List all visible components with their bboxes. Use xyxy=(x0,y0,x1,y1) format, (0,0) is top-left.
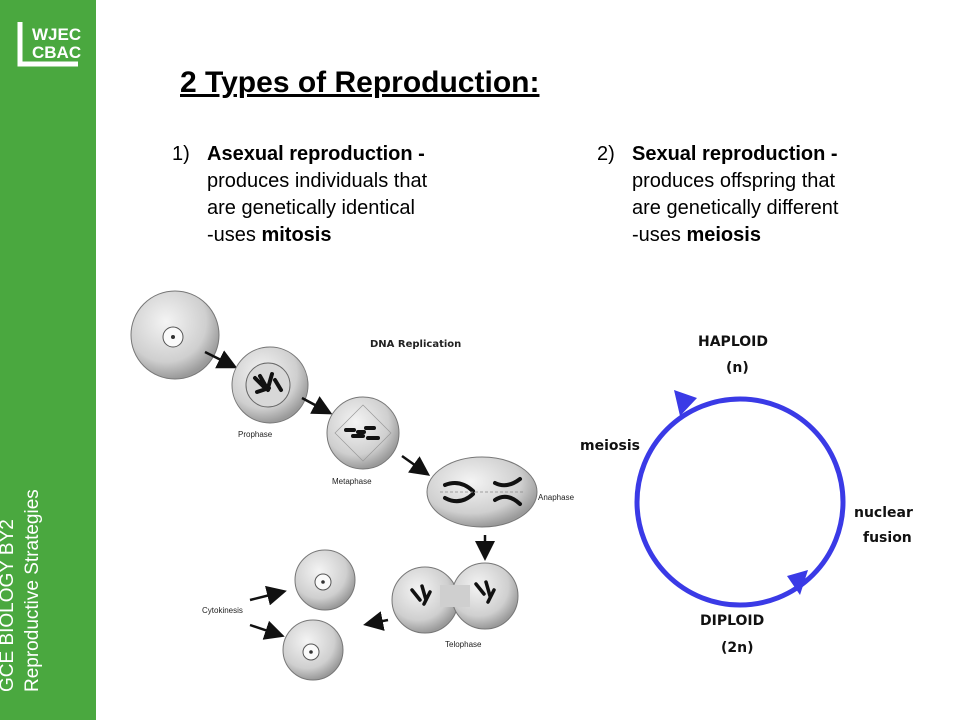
item-line: produces offspring that xyxy=(632,170,836,192)
cycle-circle xyxy=(634,396,846,608)
item-number: 2) xyxy=(597,143,615,165)
item-number: 1) xyxy=(172,143,190,165)
meiosis-label: meiosis xyxy=(580,438,640,454)
logo-line2: CBAC xyxy=(32,43,81,62)
arrow xyxy=(401,454,431,476)
topic-name: Reproductive Strategies xyxy=(22,489,43,692)
stage-label: Telophase xyxy=(445,640,482,649)
cycle-arrowhead xyxy=(787,570,808,595)
nuclear-label: nuclear xyxy=(854,505,913,521)
diploid-label: DIPLOID xyxy=(700,613,764,629)
haploid-sub-label: (n) xyxy=(726,360,749,376)
sidebar: WJEC CBAC GCE BIOLOGY BY2 Reproductive S… xyxy=(0,0,96,720)
stage-label: Prophase xyxy=(238,430,273,439)
arrow xyxy=(301,396,333,415)
daughter-cell-top xyxy=(294,549,356,611)
sidebar-caption: GCE BIOLOGY BY2 Reproductive Strategies xyxy=(0,392,45,692)
haploid-label: HAPLOID xyxy=(698,334,768,350)
stage-label: Metaphase xyxy=(332,477,372,486)
prophase-cell xyxy=(231,346,309,424)
diploid-sub-label: (2n) xyxy=(721,640,754,656)
page-title: 2 Types of Reproduction: xyxy=(180,66,540,99)
item-line: are genetically identical xyxy=(207,197,415,219)
life-cycle-diagram: HAPLOID (n) meiosis nuclear fusion DIPLO… xyxy=(580,334,913,656)
stage-label: Cytokinesis xyxy=(202,606,243,615)
fusion-label: fusion xyxy=(863,530,912,546)
arrow xyxy=(363,611,389,631)
arrow xyxy=(249,620,285,640)
item-heading: Sexual reproduction - xyxy=(632,143,838,165)
item-uses: -uses meiosis xyxy=(632,224,761,246)
cycle-arrowhead xyxy=(674,390,697,416)
arrow xyxy=(249,585,287,606)
telophase-cell xyxy=(391,562,519,634)
logo-line1: WJEC xyxy=(32,25,81,44)
wjec-cbac-logo: WJEC CBAC xyxy=(17,22,81,67)
item-heading: Asexual reproduction - xyxy=(207,143,425,165)
course-name: GCE BIOLOGY BY2 xyxy=(0,519,18,692)
mitosis-diagram: DNA Replication Prophase Metaphase Anaph… xyxy=(130,290,575,681)
stage-label: Anaphase xyxy=(538,493,575,502)
item-line: are genetically different xyxy=(632,197,839,219)
dna-replication-label: DNA Replication xyxy=(370,339,461,350)
uses-term: mitosis xyxy=(261,224,332,246)
daughter-cell-bottom xyxy=(282,619,344,681)
interphase-cell xyxy=(130,290,220,380)
anaphase-cell xyxy=(426,456,538,528)
item-line: produces individuals that xyxy=(207,170,428,192)
arrow xyxy=(204,350,238,369)
item-uses: -uses mitosis xyxy=(207,224,332,246)
metaphase-cell xyxy=(326,396,400,470)
uses-term: meiosis xyxy=(686,224,761,246)
